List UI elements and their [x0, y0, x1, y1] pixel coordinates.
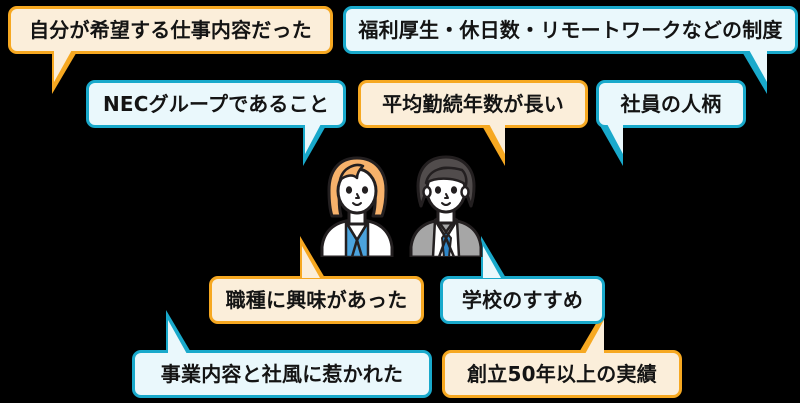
bubble-label-reason-1: 自分が希望する仕事内容だった — [29, 18, 312, 42]
bubble-reason-3[interactable]: NECグループであること — [86, 80, 346, 128]
bubble-reason-8[interactable]: 事業内容と社風に惹かれた — [132, 350, 432, 398]
bubble-reason-2[interactable]: 福利厚生・休日数・リモートワークなどの制度 — [343, 6, 798, 54]
bubble-label-reason-5: 社員の人柄 — [620, 92, 722, 116]
bubble-reason-6[interactable]: 職種に興味があった — [209, 276, 424, 324]
bubble-label-reason-4: 平均勤続年数が長い — [382, 92, 564, 116]
bubble-tail-fill-reason-8 — [168, 320, 187, 354]
bubble-tail-fill-reason-4 — [488, 122, 505, 154]
bubble-label-reason-2: 福利厚生・休日数・リモートワークなどの制度 — [358, 18, 783, 42]
bubble-label-reason-7: 学校のすすめ — [461, 288, 584, 312]
bubble-label-reason-6: 職種に興味があった — [225, 288, 408, 312]
bubble-tail-fill-reason-9 — [585, 320, 604, 354]
bubble-reason-9[interactable]: 創立50年以上の実績 — [442, 350, 682, 398]
bubble-tail-fill-reason-6 — [302, 246, 320, 278]
bubble-tail-fill-reason-1 — [54, 48, 73, 82]
bubble-reason-1[interactable]: 自分が希望する仕事内容だった — [8, 6, 333, 54]
bubble-tail-fill-reason-7 — [483, 246, 501, 278]
employee-illustrations — [316, 152, 488, 257]
bubble-reason-7[interactable]: 学校のすすめ — [440, 276, 605, 324]
bubble-tail-fill-reason-2 — [748, 48, 767, 82]
bubble-reason-5[interactable]: 社員の人柄 — [596, 80, 746, 128]
bubble-label-reason-8: 事業内容と社風に惹かれた — [160, 362, 404, 386]
bubble-label-reason-3: NECグループであること — [102, 92, 330, 116]
male-employee-avatar — [409, 155, 483, 257]
bubble-tail-fill-reason-3 — [305, 122, 322, 154]
female-employee-avatar — [320, 156, 394, 257]
bubble-reason-4[interactable]: 平均勤続年数が長い — [358, 80, 588, 128]
bubble-label-reason-9: 創立50年以上の実績 — [467, 362, 657, 386]
bubble-tail-fill-reason-5 — [606, 122, 623, 154]
